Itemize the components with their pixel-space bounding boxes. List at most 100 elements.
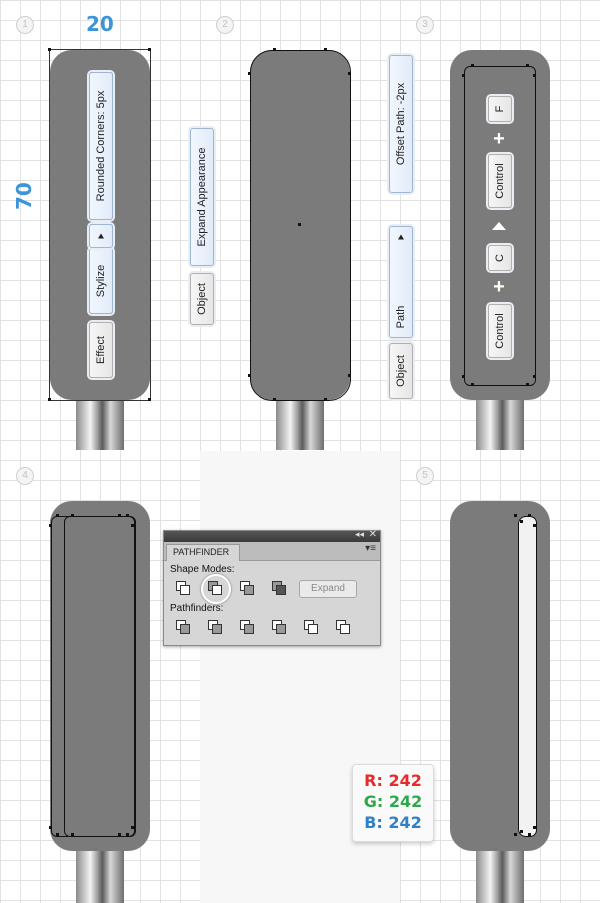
shape-2-path (250, 50, 351, 401)
menu-path-label: Path (395, 305, 407, 329)
minus-back-icon[interactable] (336, 620, 350, 634)
anchor-point (324, 398, 327, 401)
pathfinders-label: Pathfinders: (170, 603, 224, 614)
panel-titlebar[interactable]: ◂◂ ✕ (164, 529, 380, 542)
anchor-point (462, 74, 465, 77)
handle-3 (476, 396, 524, 450)
center-point (298, 223, 301, 226)
minus-front-icon[interactable] (208, 581, 222, 595)
path-outline-b (64, 516, 136, 837)
anchor-point (533, 375, 536, 378)
plus-icon: + (493, 128, 505, 150)
step-number-1: 1 (16, 16, 34, 34)
close-icon[interactable]: ✕ (368, 529, 377, 540)
menu-offset-path[interactable]: Offset Path: -2px (389, 55, 413, 193)
menu-path[interactable]: Path (389, 226, 413, 338)
crop-icon[interactable] (272, 620, 286, 634)
anchor-point (471, 64, 474, 67)
anchor-point (71, 833, 74, 836)
anchor-point (520, 830, 523, 833)
key-c-label: C (494, 254, 506, 262)
anchor-point (533, 524, 536, 527)
intersect-icon[interactable] (240, 581, 254, 595)
shape-modes-label: Shape Modes: (170, 564, 235, 575)
anchor-point (462, 375, 465, 378)
highlight-strip (518, 516, 537, 837)
key-control-1: Control (488, 304, 512, 358)
panel-tab-bar: PATHFINDER ▾≡ (164, 542, 380, 561)
unite-icon[interactable] (176, 581, 190, 595)
panel-menu-icon[interactable]: ▾≡ (365, 543, 376, 554)
tab-pathfinder[interactable]: PATHFINDER (166, 544, 240, 561)
width-label: 20 (86, 12, 114, 36)
pathfinder-panel: ◂◂ ✕ PATHFINDER ▾≡ Shape Modes: Expand P… (163, 529, 381, 646)
height-label: 70 (12, 182, 36, 210)
anchor-point (533, 826, 536, 829)
anchor-point (248, 374, 251, 377)
key-control-2-label: Control (494, 163, 506, 199)
rgb-red-value: R: 242 (364, 771, 422, 790)
anchor-point (528, 833, 531, 836)
key-f-label: F (494, 105, 506, 113)
handle-2 (276, 396, 324, 450)
shape-4[interactable] (50, 501, 150, 851)
step-number-3: 3 (416, 16, 434, 34)
menu-expand-appearance[interactable]: Expand Appearance (190, 128, 214, 266)
anchor-point (528, 514, 531, 517)
anchor-point (526, 383, 529, 386)
handle-1 (76, 396, 124, 450)
menu-stylize-label: Stylize (95, 264, 107, 298)
menu-stylize[interactable]: Stylize (89, 248, 113, 314)
anchor-point (48, 48, 51, 51)
anchor-point (520, 520, 523, 523)
menu-object-2[interactable]: Object (389, 343, 413, 399)
anchor-point (348, 72, 351, 75)
menu-offset-path-label: Offset Path: -2px (395, 82, 407, 166)
rgb-info-box: R: 242 G: 242 B: 242 (352, 764, 434, 842)
menu-object-2-label: Object (395, 355, 407, 387)
expand-button-label: Expand (311, 583, 345, 594)
offset-path-outline (464, 66, 536, 386)
key-c: C (488, 245, 512, 271)
menu-rounded-corners[interactable]: Rounded Corners: 5px (89, 72, 113, 220)
step-number-2: 2 (216, 16, 234, 34)
anchor-point (56, 514, 59, 517)
anchor-point (533, 74, 536, 77)
collapse-icon[interactable]: ◂◂ (354, 529, 364, 539)
step-number-5: 5 (416, 467, 434, 485)
arrow-icon (398, 234, 404, 240)
anchor-point (71, 514, 74, 517)
plus-icon: + (493, 276, 505, 298)
rgb-blue-value: B: 242 (364, 813, 422, 832)
anchor-point (126, 833, 129, 836)
trim-icon[interactable] (208, 620, 222, 634)
outline-icon[interactable] (304, 620, 318, 634)
anchor-point (131, 826, 134, 829)
key-f: F (488, 96, 512, 122)
anchor-point (131, 524, 134, 527)
anchor-point (273, 48, 276, 51)
handle-5 (476, 846, 524, 903)
merge-icon[interactable] (240, 620, 254, 634)
menu-effect-label: Effect (95, 336, 107, 364)
anchor-point (126, 514, 129, 517)
divide-icon[interactable] (176, 620, 190, 634)
anchor-point (56, 833, 59, 836)
anchor-point (526, 64, 529, 67)
menu-object-label: Object (196, 283, 208, 315)
anchor-point (49, 826, 52, 829)
anchor-point (118, 833, 121, 836)
key-control-2: Control (488, 154, 512, 208)
anchor-point (49, 524, 52, 527)
chevron-up-icon (492, 222, 506, 230)
menu-rounded-corners-label: Rounded Corners: 5px (95, 90, 107, 202)
anchor-point (324, 48, 327, 51)
anchor-point (471, 383, 474, 386)
anchor-point (148, 398, 151, 401)
key-control-1-label: Control (494, 313, 506, 349)
menu-effect[interactable]: Effect (89, 322, 113, 378)
anchor-point (148, 48, 151, 51)
menu-object[interactable]: Object (190, 273, 214, 325)
expand-button[interactable]: Expand (299, 580, 357, 598)
exclude-icon[interactable] (272, 581, 286, 595)
